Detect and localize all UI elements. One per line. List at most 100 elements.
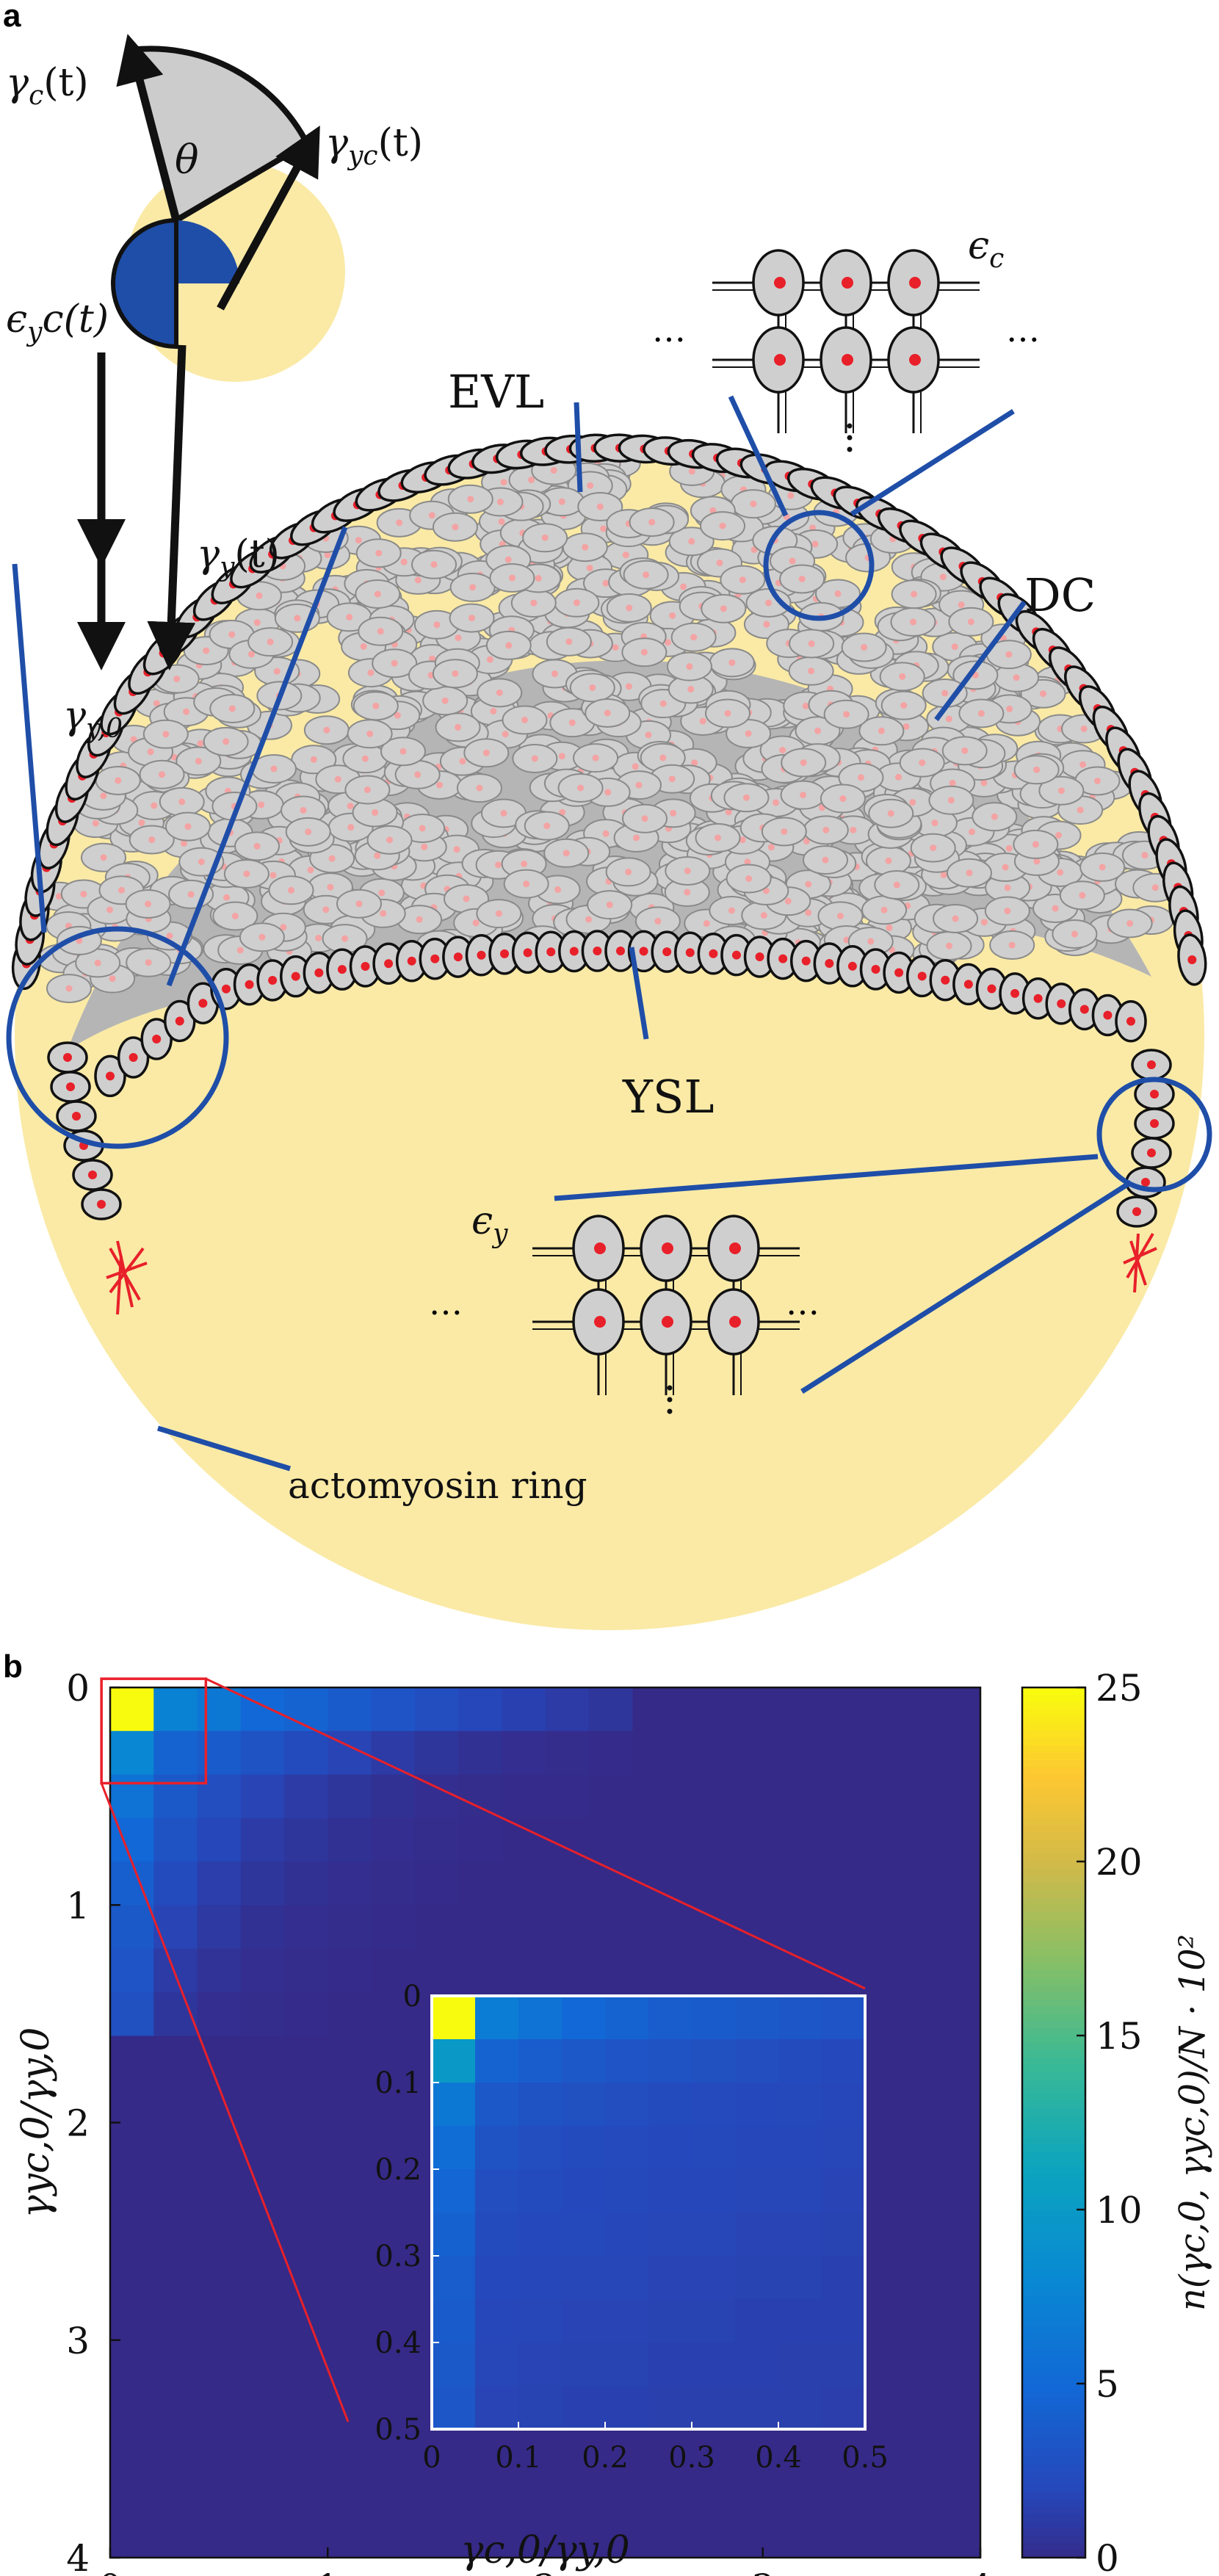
dots-top-right: … [1006, 310, 1040, 350]
dc-cell [788, 656, 834, 686]
heatmap-cell [110, 1731, 154, 1775]
colorbar-segment [1022, 1817, 1085, 1826]
inset-cell [735, 1996, 779, 2040]
dc-cell [820, 784, 866, 814]
leader-dc [934, 600, 1027, 722]
dc-cell [1059, 880, 1105, 911]
dc-cell [422, 686, 469, 716]
inset-x-tick-label: 0.5 [842, 2441, 889, 2475]
dc-cell [522, 523, 568, 553]
dc-cell [234, 831, 281, 861]
inset-cell [692, 2083, 736, 2127]
ysl-cell [604, 930, 637, 972]
inset-cell [432, 2169, 476, 2213]
colorbar-segment [1022, 1796, 1085, 1804]
dc-cell [899, 748, 945, 778]
heatmap-cell [284, 1774, 328, 1819]
heatmap-cell [414, 1817, 459, 1862]
colorbar-segment [1022, 2057, 1085, 2066]
dc-cell [164, 811, 211, 842]
inset-cell [605, 1996, 649, 2040]
colorbar-segment [1022, 1912, 1085, 1920]
dc-cell [858, 716, 905, 746]
inset-cell [648, 2386, 692, 2430]
inset-cell [475, 2169, 519, 2213]
ysl-cell [1091, 994, 1124, 1037]
dc-cell [543, 838, 590, 868]
colorbar-segment [1022, 2202, 1085, 2210]
inset-cell [822, 2342, 866, 2387]
ysl-cell [117, 1036, 150, 1079]
inset-cell [518, 2169, 563, 2213]
colorbar-segment [1022, 2166, 1085, 2174]
heatmap-cell [197, 1731, 242, 1775]
inset-cell [605, 2083, 649, 2127]
dc-cell [700, 511, 746, 541]
dc-cell [621, 637, 668, 667]
heatmap-cell [545, 1731, 590, 1775]
dc-cell [933, 903, 979, 933]
dc-cell [803, 815, 849, 845]
x-tick-label: 4 [969, 2566, 992, 2576]
ysl-cell [349, 945, 382, 988]
colorbar-segment [1022, 1832, 1085, 1840]
dc-cell [1013, 755, 1060, 785]
label-gamma-yc: γyc(t) [325, 121, 423, 171]
dc-cell [176, 746, 222, 776]
dc-cell [789, 629, 835, 659]
inset-cell [822, 1996, 866, 2040]
inset-cell [605, 2039, 649, 2083]
dc-cell [629, 507, 675, 538]
dc-cell [126, 947, 172, 977]
ysl-cell [789, 939, 822, 983]
leader-circle-left [12, 563, 47, 933]
network-cell [707, 1215, 760, 1282]
inset-cell [562, 2213, 606, 2257]
heatmap-cell [328, 1905, 372, 1949]
network-cell [820, 326, 872, 394]
label-dc: DC [1024, 568, 1096, 622]
inset-cell [562, 2386, 606, 2430]
dc-cell [510, 588, 557, 618]
heatmap-cell [458, 1687, 502, 1732]
inset-cell [822, 2083, 866, 2127]
inset-cell [475, 2126, 519, 2170]
dc-cell [399, 813, 446, 843]
inset-cell [562, 2039, 606, 2083]
heatmap-cell [240, 1687, 285, 1732]
ysl-cell [720, 933, 753, 977]
heatmap-cell [371, 1862, 416, 1906]
inset-cell [822, 2213, 866, 2257]
heatmap-cell [197, 1948, 242, 1993]
dc-cell [380, 737, 426, 767]
dc-cell [666, 651, 712, 681]
colorbar-segment [1022, 2158, 1085, 2167]
inset-cell [735, 2256, 779, 2300]
inset-cell [432, 2256, 476, 2300]
dc-cell [972, 802, 1018, 832]
network-cell [752, 249, 805, 316]
colorbar-segment [1022, 2253, 1085, 2261]
cell-half-disc-main [110, 217, 178, 350]
network-cell [572, 1288, 625, 1356]
inset-cell [475, 2213, 519, 2257]
colorbar-segment [1022, 2398, 1085, 2406]
colorbar-segment [1022, 2296, 1085, 2304]
inset-cell [778, 2169, 822, 2213]
label-eps-y: ϵy [471, 1199, 508, 1249]
inset-x-tick-label: 0 [422, 2441, 441, 2475]
inset-cell [518, 2342, 563, 2387]
colorbar-segment [1022, 1984, 1085, 1993]
dc-cell [994, 662, 1040, 692]
dc-cell [989, 930, 1035, 960]
inset-cell [475, 2299, 519, 2343]
dc-cell [941, 736, 988, 766]
colorbar-segment [1022, 1694, 1085, 1703]
ysl-cell [1115, 1000, 1147, 1043]
zoom-box [100, 1677, 208, 1785]
zoom-circle-right [1096, 1077, 1212, 1193]
dc-cell [432, 659, 478, 689]
dc-cell [250, 753, 297, 784]
colorbar-segment [1022, 2543, 1085, 2551]
colorbar-segment [1022, 2420, 1085, 2428]
